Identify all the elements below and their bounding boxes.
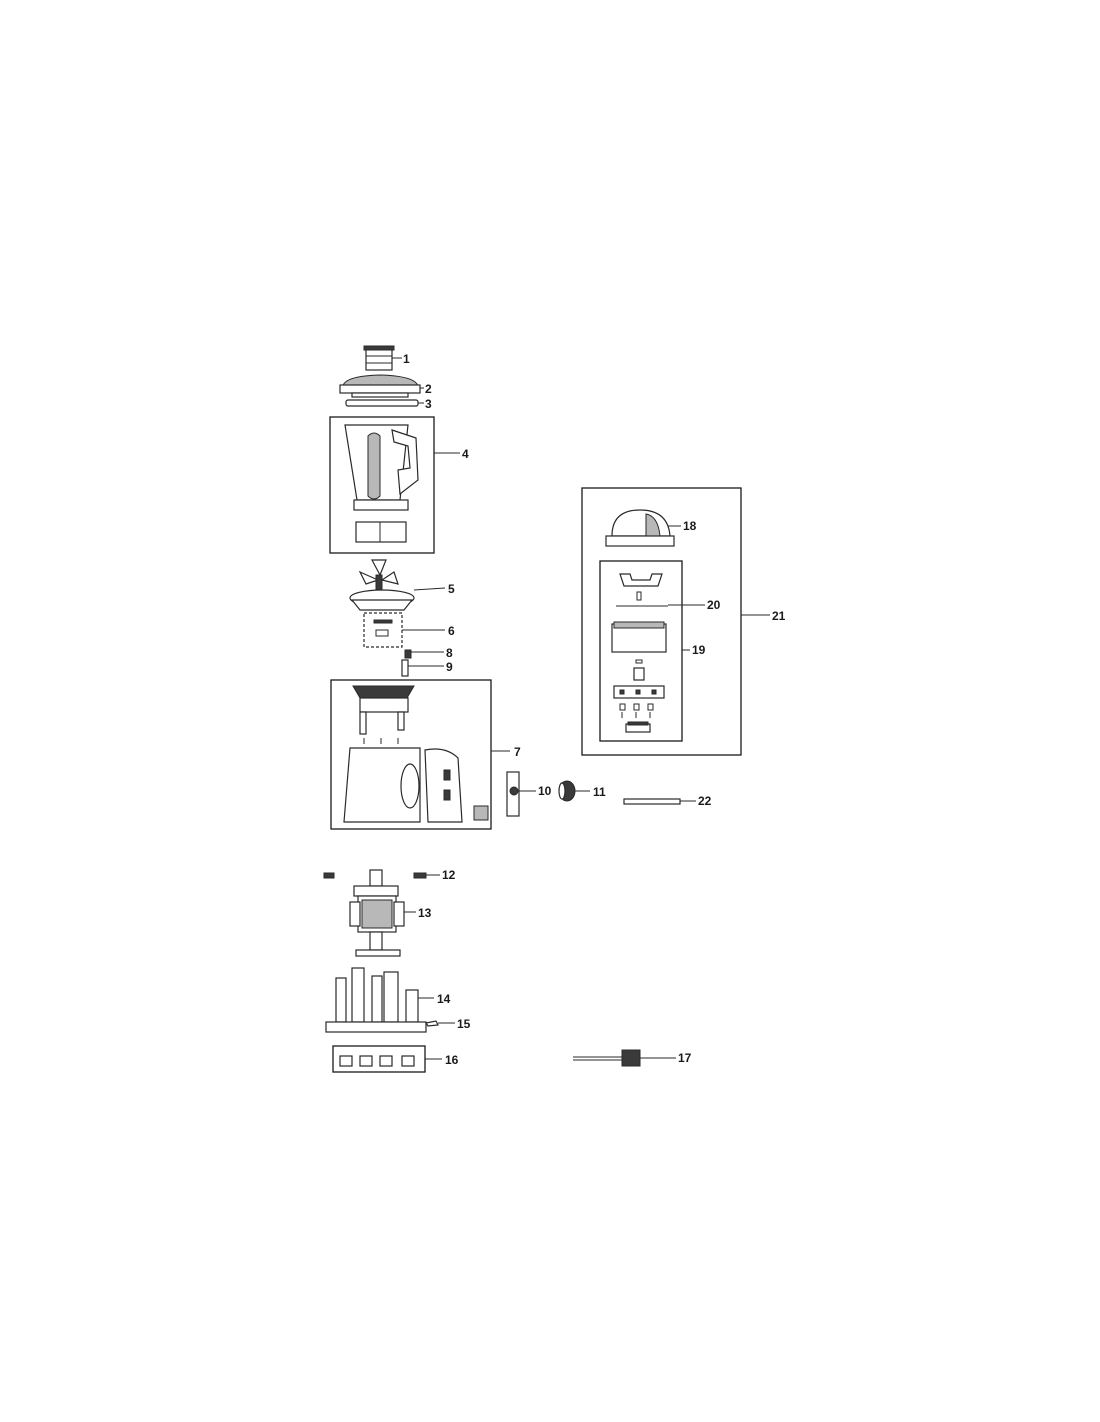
part-1-measuring-cap (363, 345, 402, 371)
part-19-grinder-blade-unit (599, 560, 690, 742)
callout-label-2: 2 (425, 382, 432, 396)
callout-label-11: 11 (593, 785, 606, 799)
callout-label-13: 13 (418, 906, 432, 920)
callout-label-22: 22 (698, 794, 712, 808)
part-14-motor-base (325, 967, 434, 1033)
callout-label-21: 21 (772, 609, 786, 623)
callout-label-20: 20 (707, 598, 721, 612)
part-16-feet (332, 1045, 442, 1073)
callout-label-3: 3 (425, 397, 432, 411)
callout-label-19: 19 (692, 643, 706, 657)
part-17-power-cord (573, 1049, 676, 1067)
part-3-lid-seal (345, 399, 424, 407)
callout-label-16: 16 (445, 1053, 459, 1067)
part-21-grinder-assembly (581, 487, 770, 756)
part-6-blade-holder (363, 612, 445, 648)
callout-label-5: 5 (448, 582, 455, 596)
part-12-carbon-brushes (323, 872, 440, 879)
part-4-jug (329, 416, 460, 554)
part-11-knob (558, 780, 590, 802)
part-10-switch (506, 771, 536, 817)
callout-label-17: 17 (678, 1051, 692, 1065)
part-5-blade-assembly (349, 559, 446, 611)
callout-label-7: 7 (514, 745, 521, 759)
callout-label-9: 9 (446, 660, 453, 674)
part-2-lid (339, 374, 424, 398)
callout-label-15: 15 (457, 1017, 471, 1031)
part-18-grinder-cup (605, 509, 681, 547)
callout-label-6: 6 (448, 624, 455, 638)
part-22-rod (623, 798, 696, 805)
callout-label-1: 1 (403, 352, 410, 366)
part-8-coupling (404, 649, 444, 659)
callout-label-14: 14 (437, 992, 451, 1006)
callout-label-4: 4 (462, 447, 469, 461)
callout-label-18: 18 (683, 519, 697, 533)
callout-label-12: 12 (442, 868, 456, 882)
callout-label-10: 10 (538, 784, 552, 798)
part-9-screw (401, 659, 444, 677)
part-13-motor-rotor (349, 869, 416, 957)
part-20-grinder-seal (616, 604, 705, 607)
part-15-pin (425, 1020, 455, 1027)
part-7-motor-housing (330, 679, 510, 830)
callout-label-8: 8 (446, 646, 453, 660)
